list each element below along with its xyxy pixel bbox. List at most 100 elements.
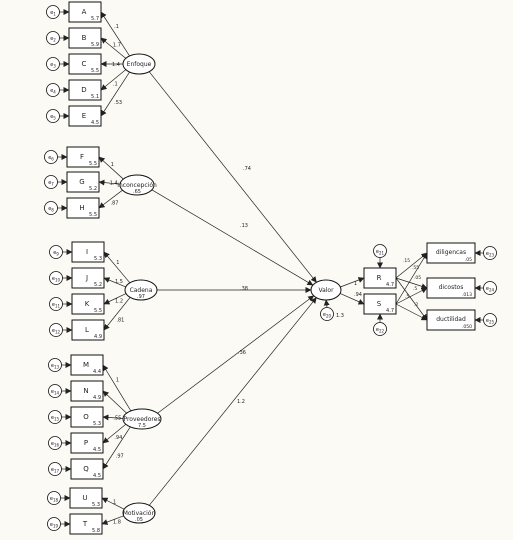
indicator-d: D5.1e4 xyxy=(46,79,102,101)
indicator-box xyxy=(70,406,104,428)
error-label: e20 xyxy=(323,312,332,319)
error-label: e23 xyxy=(486,251,495,258)
outcome-value: .050 xyxy=(462,324,472,330)
loading-arrow xyxy=(100,69,127,91)
indicator-box xyxy=(68,27,102,49)
indicator-variance: 5.3 xyxy=(92,502,100,508)
path-value: .15 xyxy=(403,258,410,264)
indicator-box xyxy=(70,432,104,454)
loading-value: .1 xyxy=(113,81,118,87)
latent-cadena: Cadena.97 xyxy=(124,279,158,301)
indicator-box xyxy=(66,171,100,193)
indicator-a: A5.7e1 xyxy=(46,1,102,23)
loading-arrow xyxy=(100,71,130,117)
indicator-box xyxy=(70,458,104,480)
error-label: e1 xyxy=(50,10,56,17)
error-label: e16 xyxy=(51,441,60,448)
error-label: e19 xyxy=(50,522,59,529)
indicator-i: I5.3e9 xyxy=(49,241,105,263)
loading-value: 1.8 xyxy=(113,519,121,525)
loading-value: 1 xyxy=(116,260,119,266)
indicator-label: O xyxy=(83,413,89,421)
error-term xyxy=(49,245,63,259)
outcome-value: .013 xyxy=(462,292,472,298)
latent-label: Proveedores xyxy=(123,416,160,423)
indicator-h: H5.5e8 xyxy=(44,197,100,219)
structural-value: .38 xyxy=(240,286,248,292)
valor-out-value: 1 xyxy=(354,281,357,287)
indicator-label: H xyxy=(79,204,84,212)
error-label: e18 xyxy=(50,496,59,503)
error-label: e25 xyxy=(486,318,495,325)
loading-arrow xyxy=(100,11,130,57)
error-term xyxy=(48,462,62,476)
indicator-c: C5.5e3 xyxy=(46,53,102,75)
indicator-label: Q xyxy=(83,465,89,473)
error-term xyxy=(483,246,497,260)
latent-value: .05 xyxy=(135,517,143,523)
indicator-label: P xyxy=(84,439,88,447)
mediator-to-outcome-arrow xyxy=(395,287,428,305)
error-label: e6 xyxy=(48,155,54,162)
loading-value: 1.2 xyxy=(115,299,123,305)
error-term xyxy=(46,83,60,97)
indicator-box xyxy=(68,1,102,23)
loading-arrow xyxy=(103,297,131,331)
error-term xyxy=(48,410,62,424)
indicator-variance: 4.5 xyxy=(93,473,101,479)
error-term xyxy=(49,323,63,337)
mediator-label: S xyxy=(377,300,382,308)
indicator-variance: 5.9 xyxy=(91,42,99,48)
outcome-box xyxy=(426,242,476,264)
loading-value: 1.4 xyxy=(110,181,118,187)
structural-value: .36 xyxy=(238,350,246,356)
indicator-variance: 5.2 xyxy=(94,282,102,288)
indicator-variance: 4.5 xyxy=(91,120,99,126)
loading-value: .81 xyxy=(116,318,124,324)
mediator-to-outcome-arrow xyxy=(395,252,428,305)
path-value: .2 xyxy=(414,302,418,308)
indicator-label: U xyxy=(82,494,87,502)
indicator-label: A xyxy=(82,8,87,16)
error-label: e3 xyxy=(50,62,56,69)
latent-valor: Valor xyxy=(310,279,342,301)
indicator-label: F xyxy=(80,153,84,161)
loading-arrow xyxy=(101,497,125,510)
outcome-duct: ductilidad.050 e25 xyxy=(426,309,497,331)
outcome-label: ductilidad xyxy=(436,316,466,323)
loading-value: .94 xyxy=(114,435,122,441)
error-label: e13 xyxy=(51,363,60,370)
error-term xyxy=(46,57,60,71)
valor-to-mediator-arrow xyxy=(340,277,365,288)
indicator-u: U 5.3 e18 xyxy=(47,487,103,509)
latent-motiv: Motivación.05 xyxy=(122,502,156,524)
indicator-label: L xyxy=(85,326,89,334)
error-term xyxy=(49,297,63,311)
indicator-f: F 5.5 e6 xyxy=(44,146,100,168)
indicator-box xyxy=(69,487,103,509)
indicator-variance: 5.5 xyxy=(89,161,97,167)
indicator-label: J xyxy=(85,274,88,282)
indicator-label: I xyxy=(86,248,88,256)
outcome-value: .05 xyxy=(465,257,472,263)
indicator-label: C xyxy=(82,60,87,68)
indicator-box xyxy=(66,197,100,219)
mediator-value: 4.7 xyxy=(386,282,394,288)
indicator-label: E xyxy=(82,112,86,120)
latent-ellipse xyxy=(122,53,156,75)
structural-arrow xyxy=(151,189,314,286)
indicator-label: M xyxy=(83,361,89,369)
error-term xyxy=(46,31,60,45)
indicator-box xyxy=(69,513,103,535)
indicator-label: N xyxy=(83,387,88,395)
valor-to-mediator-arrow xyxy=(339,293,365,305)
loading-arrow xyxy=(102,390,127,414)
latent-label: Inconcepción xyxy=(117,182,157,189)
structural-arrow xyxy=(157,295,315,414)
